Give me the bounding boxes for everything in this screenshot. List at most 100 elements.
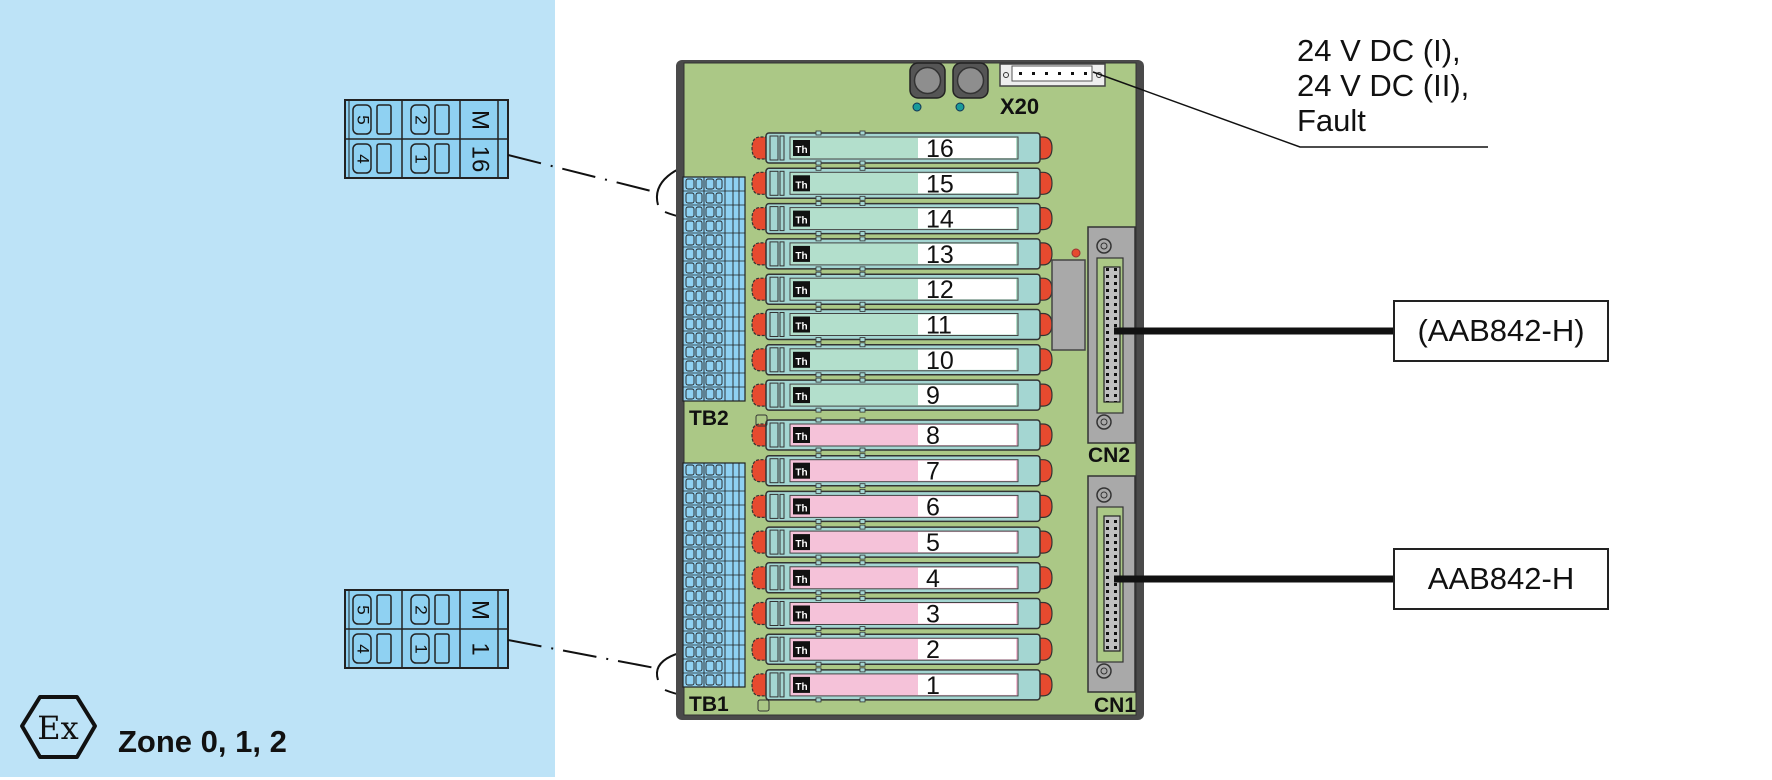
module-latch-right[interactable] [1037,423,1053,447]
supply-note-leader [1092,71,1488,148]
x20-power-connector[interactable] [999,63,1106,87]
module-latch-left[interactable] [751,348,769,372]
terminal-channel-label: 1 [467,642,494,655]
push-button-left[interactable] [909,62,946,99]
module-logo-text: Th [795,251,807,262]
module-slot-number: 5 [926,529,940,557]
terminal-block-tb2[interactable] [682,176,746,402]
module-slot-number: 13 [926,241,954,269]
cn1-label: CN1 [1094,694,1136,717]
module-latch-left[interactable] [751,494,769,518]
io-module-slot-13[interactable]: Th 13 [751,236,1053,272]
terminal-screw[interactable] [410,594,430,625]
module-latch-right[interactable] [1037,673,1053,697]
zone-label: Zone 0, 1, 2 [118,724,287,759]
module-latch-right[interactable] [1037,383,1053,407]
module-latch-left[interactable] [751,136,769,160]
module-logo-text: Th [795,539,807,550]
push-button-right[interactable] [952,62,989,99]
module-logo-text: Th [795,611,807,622]
module-latch-right[interactable] [1037,348,1053,372]
module-logo-text: Th [795,145,807,156]
status-led-right [955,102,965,112]
supply-note-line: 24 V DC (II), [1297,68,1470,103]
module-latch-left[interactable] [751,207,769,231]
module-latch-left[interactable] [751,383,769,407]
terminal-block-tb1[interactable] [682,462,746,688]
module-latch-left[interactable] [751,312,769,337]
module-latch-left[interactable] [751,566,769,590]
terminal-wire-entry [434,104,450,135]
module-latch-left[interactable] [751,171,769,195]
module-slot-number: 2 [926,636,940,664]
terminal-screw[interactable] [352,633,372,664]
terminal-channel-label: M [467,600,494,620]
terminal-screw[interactable] [410,143,430,174]
module-latch-left[interactable] [751,277,769,301]
module-logo-icon [793,140,810,156]
module-logo-icon [793,498,810,515]
module-logo-icon [793,387,810,404]
module-logo-text: Th [795,286,807,297]
module-latch-right[interactable] [1037,530,1053,554]
module-latch-left[interactable] [751,242,769,266]
module-slot-number: 12 [926,276,954,304]
status-led-left [912,102,922,112]
terminal-screw[interactable] [352,104,372,135]
module-latch-left[interactable] [751,459,769,483]
x20-label: X20 [1000,94,1039,119]
module-latch-left[interactable] [751,673,769,697]
terminal-screw[interactable] [410,104,430,135]
cn2-cable-target-box: (AAB842-H) [1393,300,1609,362]
module-latch-left[interactable] [751,637,769,661]
io-module-slot-12[interactable]: Th 12 [751,271,1053,307]
module-slot-number: 11 [926,312,952,340]
module-latch-right[interactable] [1037,566,1053,590]
terminal-screw[interactable] [410,633,430,664]
cn1-cable-target-box: AAB842-H [1393,548,1609,610]
module-slot-number: 15 [926,170,954,198]
module-latch-left[interactable] [751,530,769,554]
module-logo-text: Th [795,682,807,693]
module-latch-right[interactable] [1037,242,1053,266]
terminal-screw[interactable] [352,594,372,625]
module-logo-text: Th [795,646,807,657]
terminal-wire-entry [434,633,450,664]
cn2-connector[interactable] [1087,226,1136,444]
module-latch-right[interactable] [1037,601,1053,626]
module-logo-text: Th [795,432,807,443]
module-logo-icon [793,569,810,586]
module-latch-right[interactable] [1037,171,1053,195]
board-standoff [755,414,768,427]
supply-note-line: 24 V DC (I), [1297,33,1461,68]
module-latch-left[interactable] [751,423,769,447]
module-latch-right[interactable] [1037,637,1053,661]
module-latch-right[interactable] [1037,459,1053,483]
io-module-slot-2[interactable]: Th 2 [751,631,1053,667]
module-latch-right[interactable] [1037,207,1053,231]
terminal-screw[interactable] [352,143,372,174]
cn1-connector[interactable] [1087,475,1136,693]
io-module-slot-5[interactable]: Th 5 [751,524,1053,560]
module-latch-right[interactable] [1037,494,1053,518]
module-latch-right[interactable] [1037,136,1053,160]
relay-block [1051,259,1086,351]
supply-note-line: Fault [1297,103,1366,138]
module-latch-left[interactable] [751,601,769,626]
module-slot-number: 10 [926,347,954,375]
